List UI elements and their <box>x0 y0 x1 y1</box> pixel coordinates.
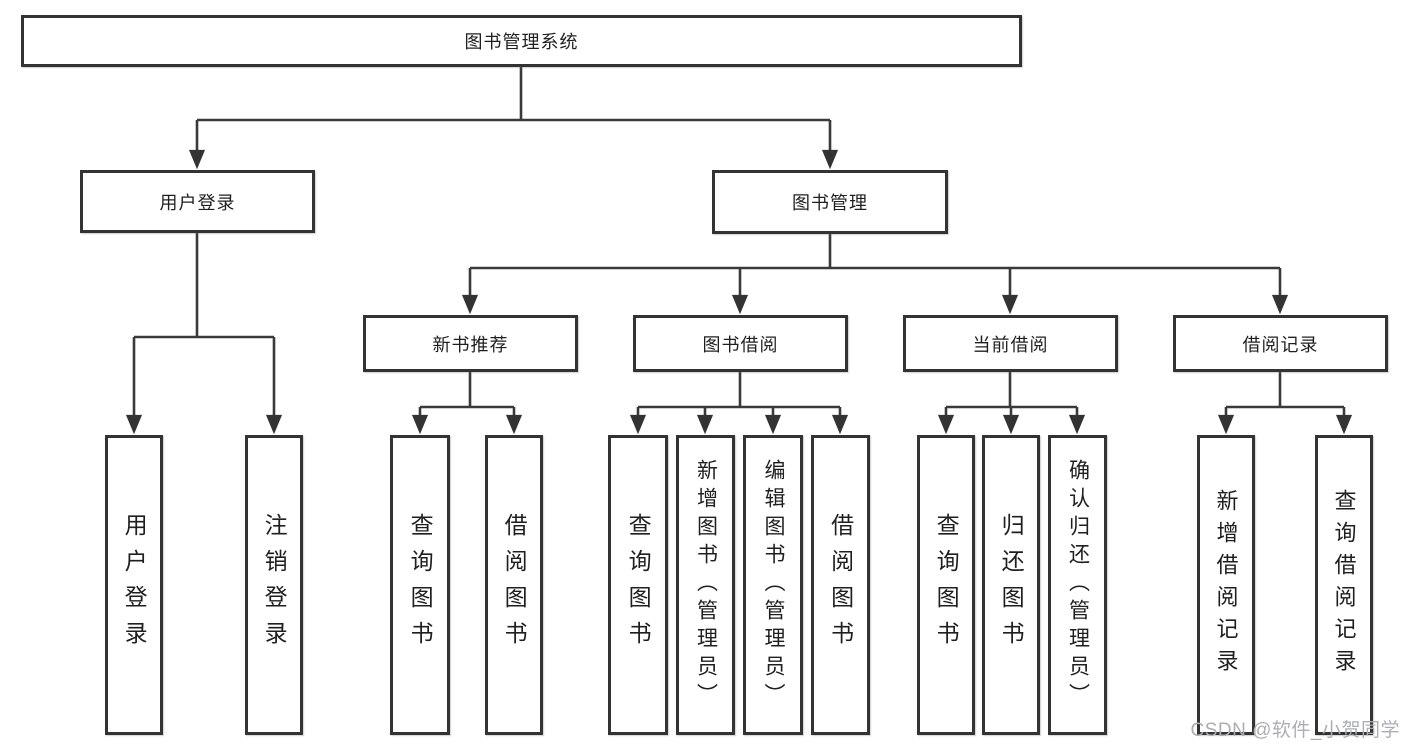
node-new-book-recommend: 新书推荐 <box>363 315 578 372</box>
node-borrowing-records: 借阅记录 <box>1173 315 1388 372</box>
leaf-query-books-current: 查询图书 <box>917 435 975 735</box>
leaf-return-books-label: 归还图书 <box>998 513 1025 657</box>
node-book-management: 图书管理 <box>712 170 948 234</box>
csdn-watermark: CSDN @软件_小贺同学 <box>1190 720 1400 741</box>
leaf-add-book-admin: 新增图书（管理员） <box>676 435 735 735</box>
leaf-borrow-books-recommend: 借阅图书 <box>485 435 543 735</box>
leaf-borrow-books-borrowing-label: 借阅图书 <box>827 513 854 657</box>
leaf-query-books-borrowing: 查询图书 <box>608 435 668 735</box>
leaf-query-borrow-record: 查询借阅记录 <box>1315 435 1373 735</box>
leaf-user-login: 用户登录 <box>105 435 163 735</box>
leaf-logout-login: 注销登录 <box>245 435 303 735</box>
leaf-borrow-books-borrowing: 借阅图书 <box>811 435 870 735</box>
leaf-query-books-recommend-label: 查询图书 <box>407 513 434 657</box>
leaf-add-borrow-record-label: 新增借阅记录 <box>1213 489 1239 681</box>
leaf-confirm-return-admin: 确认归还（管理员） <box>1048 435 1107 735</box>
leaf-add-borrow-record: 新增借阅记录 <box>1197 435 1255 735</box>
node-book-borrowing: 图书借阅 <box>633 315 848 372</box>
leaf-logout-login-label: 注销登录 <box>261 513 288 657</box>
node-user-login: 用户登录 <box>80 170 315 233</box>
leaf-return-books: 归还图书 <box>982 435 1040 735</box>
leaf-query-books-recommend: 查询图书 <box>390 435 450 735</box>
leaf-edit-book-admin: 编辑图书（管理员） <box>743 435 803 735</box>
node-library-management-system: 图书管理系统 <box>21 15 1022 67</box>
leaf-query-borrow-record-label: 查询借阅记录 <box>1331 489 1357 681</box>
leaf-query-books-borrowing-label: 查询图书 <box>625 513 652 657</box>
leaf-borrow-books-recommend-label: 借阅图书 <box>501 513 528 657</box>
leaf-add-book-admin-label: 新增图书（管理员） <box>694 459 718 711</box>
node-current-borrowing: 当前借阅 <box>903 315 1118 372</box>
leaf-confirm-return-admin-label: 确认归还（管理员） <box>1066 459 1090 711</box>
leaf-query-books-current-label: 查询图书 <box>933 513 960 657</box>
leaf-user-login-label: 用户登录 <box>121 513 148 657</box>
leaf-edit-book-admin-label: 编辑图书（管理员） <box>762 459 786 711</box>
